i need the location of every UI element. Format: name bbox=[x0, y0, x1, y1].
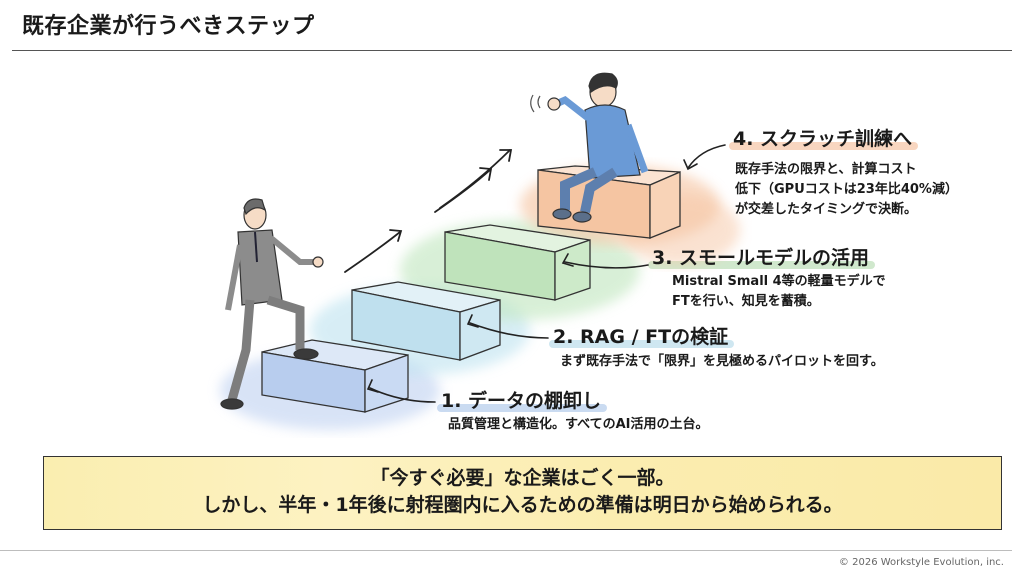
businessman-figure bbox=[220, 198, 324, 410]
young-person-figure bbox=[530, 72, 649, 223]
arrow-left-icon bbox=[366, 144, 726, 403]
banner-line-2: しかし、半年・1年後に射程圏内に入るための準備は明日から始められる。 bbox=[202, 494, 843, 516]
step-1-description: 品質管理と構造化。すべてのAI活用の土台。 bbox=[448, 415, 708, 435]
banner-line-1: 「今すぐ必要」な企業はごく一部。 bbox=[370, 467, 675, 489]
step-4-desc-line: 低下（GPUコストは23年比40%減） bbox=[735, 182, 958, 197]
page-title: 既存企業が行うべきステップ bbox=[22, 14, 315, 39]
step-1-label: 1. データの棚卸し bbox=[437, 386, 608, 413]
step-3-desc-line: FTを行い、知見を蓄積。 bbox=[672, 294, 820, 309]
step-4-title: 4. スクラッチ訓練へ bbox=[733, 128, 913, 150]
step-2-label: 2. RAG / FTの検証 bbox=[549, 322, 735, 349]
step-1-desc-line: 品質管理と構造化。すべてのAI活用の土台。 bbox=[448, 417, 709, 432]
step-2-title: 2. RAG / FTの検証 bbox=[553, 326, 729, 348]
arrow-up-right-icon bbox=[439, 149, 513, 209]
copyright: © 2026 Workstyle Evolution, inc. bbox=[838, 557, 1004, 568]
footer-divider bbox=[0, 550, 1012, 551]
title-divider bbox=[12, 50, 1012, 51]
step-1-title: 1. データの棚卸し bbox=[441, 390, 602, 412]
step-3-description: Mistral Small 4等の軽量モデルで FTを行い、知見を蓄積。 bbox=[672, 272, 886, 312]
step-4-description: 既存手法の限界と、計算コスト 低下（GPUコストは23年比40%減） が交差した… bbox=[735, 160, 958, 220]
step-2-description: まず既存手法で「限界」を見極めるパイロットを回す。 bbox=[560, 352, 884, 372]
step-3-title: 3. スモールモデルの活用 bbox=[652, 247, 870, 269]
step-2-desc-line: まず既存手法で「限界」を見極めるパイロットを回す。 bbox=[560, 354, 884, 369]
step-3-block bbox=[444, 224, 591, 301]
step-3-desc-line: Mistral Small 4等の軽量モデルで bbox=[672, 274, 886, 289]
key-message-banner: 「今すぐ必要」な企業はごく一部。 しかし、半年・1年後に射程圏内に入るための準備… bbox=[43, 456, 1002, 530]
step-4-label: 4. スクラッチ訓練へ bbox=[729, 124, 919, 151]
step-2-block bbox=[351, 281, 501, 361]
step-3-label: 3. スモールモデルの活用 bbox=[648, 243, 876, 270]
step-4-desc-line: が交差したタイミングで決断。 bbox=[735, 202, 918, 217]
step-4-desc-line: 既存手法の限界と、計算コスト bbox=[735, 162, 917, 177]
